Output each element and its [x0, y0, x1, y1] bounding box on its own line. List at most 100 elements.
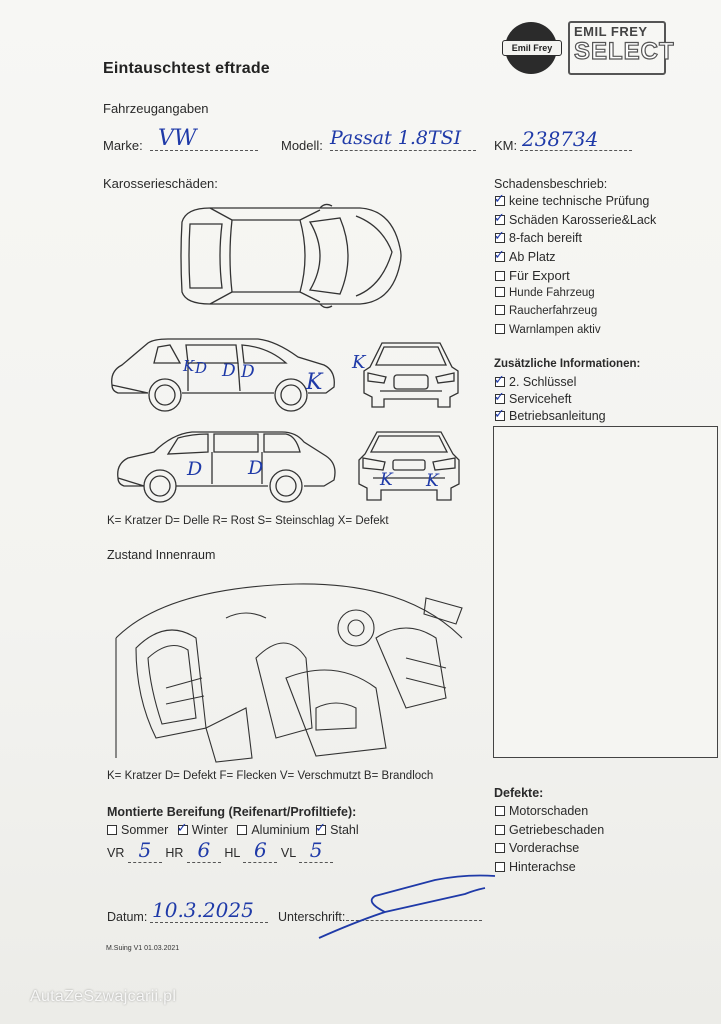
date-field[interactable]: 10.3.2025 — [150, 898, 268, 923]
list-item[interactable]: Vorderachse — [495, 841, 715, 860]
checkbox[interactable] — [495, 305, 505, 315]
body-damage-label: Karosserieschäden: — [103, 176, 218, 191]
checkbox-label: Vorderachse — [509, 841, 580, 855]
list-item[interactable]: Schäden Karosserie&Lack — [494, 210, 715, 232]
tire-option-label: Sommer — [121, 823, 169, 837]
list-item[interactable]: 2. Schlüssel — [494, 372, 715, 392]
model-label: Modell: — [281, 138, 323, 153]
tire-depth-label: HR — [165, 846, 184, 860]
car-side-view-left-diagram — [111, 338, 335, 412]
tire-depth-label: VL — [280, 846, 296, 860]
checkbox[interactable] — [495, 861, 505, 872]
damage-mark: D — [195, 359, 208, 377]
watermark: AutaZeSzwajcarii.pl — [30, 988, 177, 1005]
checkbox-checked[interactable] — [177, 820, 188, 836]
tire-type-options: Sommer Winter Aluminium Stahl — [107, 820, 359, 837]
tire-depths: VR 5 HR 6 HL 6 VL 5 — [107, 838, 334, 863]
checkbox-label: Serviceheft — [509, 392, 572, 406]
damage-mark: K — [426, 471, 439, 491]
signature-label: Unterschrift: — [278, 910, 346, 924]
checkbox-label: Schäden Karosserie&Lack — [509, 212, 657, 227]
checkbox-checked[interactable] — [494, 389, 505, 405]
tire-option-label: Winter — [191, 823, 228, 837]
list-item[interactable]: Ab Platz — [494, 247, 715, 269]
interior-legend: K= Kratzer D= Defekt F= Flecken V= Versc… — [107, 770, 434, 782]
list-item[interactable]: Motorschaden — [495, 804, 715, 823]
list-item[interactable]: Raucherfahrzeug — [495, 305, 715, 324]
form-title: Eintauschtest eftrade — [103, 60, 270, 77]
handwritten-signature — [318, 874, 496, 939]
list-item[interactable]: Serviceheft — [494, 389, 715, 409]
checkbox-label: 8-fach bereift — [509, 231, 582, 245]
logo-brand-line1: EMIL FREY — [574, 24, 648, 39]
damage-mark: D — [248, 457, 264, 479]
tires-label: Montierte Bereifung (Reifenart/Profiltie… — [107, 805, 357, 819]
checkbox-label: Raucherfahrzeug — [509, 305, 598, 317]
checkbox-label: Hunde Fahrzeug — [509, 286, 595, 299]
brand-label: Marke: — [103, 138, 143, 153]
tire-depth-value[interactable]: 5 — [127, 838, 162, 863]
list-item[interactable]: Warnlampen aktiv — [495, 323, 715, 343]
checkbox[interactable] — [495, 323, 505, 334]
brand-value: VW — [158, 126, 197, 151]
car-front-view-diagram — [363, 342, 459, 408]
checkbox-checked[interactable] — [494, 372, 505, 388]
checkbox-label: keine technische Prüfung — [509, 194, 650, 208]
km-value: 238734 — [522, 127, 599, 151]
checkbox-label: Motorschaden — [509, 804, 589, 818]
tire-depth-value[interactable]: 6 — [186, 838, 221, 863]
checkbox[interactable] — [495, 824, 505, 835]
tire-option-label: Stahl — [330, 823, 359, 837]
damage-description-label: Schadensbeschrieb: — [494, 177, 608, 191]
additional-info-list: 2. Schlüssel Serviceheft Betriebsanleitu… — [494, 372, 715, 426]
list-item[interactable]: 8-fach bereift — [494, 228, 715, 250]
checkbox-label: Hinterachse — [509, 859, 576, 874]
car-top-view-diagram — [180, 203, 402, 309]
checkbox[interactable] — [107, 825, 117, 835]
list-item[interactable]: Hinterachse — [495, 860, 715, 879]
checkbox[interactable] — [495, 271, 505, 281]
brand-field: VW — [150, 126, 258, 151]
form-version: M.Suing V1 01.03.2021 — [106, 945, 180, 952]
list-item[interactable]: Für Export — [495, 268, 715, 287]
checkbox-checked[interactable] — [494, 210, 505, 226]
tire-depth-value[interactable]: 6 — [243, 838, 278, 863]
list-item[interactable]: keine technische Prüfung — [494, 191, 715, 213]
checkbox-checked[interactable] — [494, 247, 505, 263]
signature-line[interactable] — [346, 908, 482, 921]
checkbox[interactable] — [237, 825, 248, 835]
checkbox-checked[interactable] — [494, 406, 505, 422]
damage-mark: D — [187, 458, 203, 480]
defects-list: Motorschaden Getriebeschaden Vorderachse… — [495, 804, 715, 878]
km-label: KM: — [494, 138, 518, 153]
date-value: 10.3.2025 — [152, 898, 254, 922]
logo-brand-line2: SELECT — [573, 37, 675, 65]
defects-label: Defekte: — [494, 786, 544, 800]
interior-label: Zustand Innenraum — [107, 548, 216, 562]
tire-depth-label: VR — [107, 846, 125, 860]
model-field: Passat 1.8TSI — [330, 127, 476, 151]
damage-mark: D — [222, 361, 236, 381]
seal-ribbon: Emil Frey — [502, 40, 562, 56]
list-item[interactable]: Getriebeschaden — [495, 823, 715, 842]
damage-mark: K — [380, 470, 393, 490]
tire-depth-label: HL — [224, 846, 240, 860]
checkbox[interactable] — [495, 843, 505, 853]
checkbox[interactable] — [495, 806, 505, 816]
checkbox-label: Für Export — [509, 268, 570, 283]
list-item[interactable]: Hunde Fahrzeug — [495, 286, 715, 306]
checkbox-checked[interactable] — [494, 228, 505, 244]
vehicle-section-label: Fahrzeugangaben — [103, 101, 209, 116]
damage-mark: D — [241, 362, 255, 382]
car-rear-view-diagram — [358, 431, 460, 501]
checkbox[interactable] — [495, 286, 505, 297]
checkbox-label: Betriebsanleitung — [509, 409, 606, 423]
notes-box[interactable] — [493, 426, 718, 758]
checkbox-checked[interactable] — [494, 191, 505, 207]
checkbox-checked[interactable] — [315, 820, 327, 836]
checkbox-label: Ab Platz — [509, 249, 556, 264]
body-damage-legend: K= Kratzer D= Delle R= Rost S= Steinschl… — [107, 515, 389, 527]
tire-depth-value[interactable]: 5 — [299, 838, 334, 863]
emil-frey-select-logo — [568, 21, 666, 75]
list-item[interactable]: Betriebsanleitung — [494, 406, 715, 426]
